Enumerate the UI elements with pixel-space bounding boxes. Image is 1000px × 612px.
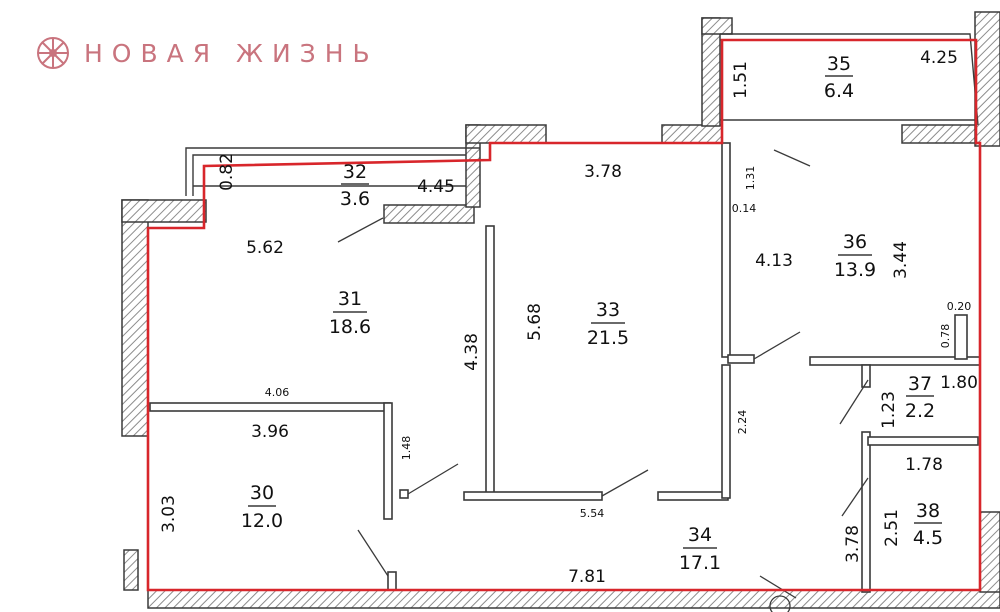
svg-text:32: 32 [343,161,367,183]
room-34: 34 17.1 [679,524,721,574]
dim-label: 0.82 [217,153,237,191]
dim-label: 0.20 [947,300,972,313]
brand-logo: НОВАЯ ЖИЗНЬ [36,36,379,70]
dim-label: 5.68 [525,303,545,341]
svg-text:36: 36 [843,231,867,253]
dim-label: 2.24 [736,410,749,435]
dim-label: 1.80 [940,373,978,393]
dim-label: 4.13 [755,251,793,271]
svg-text:4.5: 4.5 [913,527,943,549]
dimension-labels: 0.82 4.45 5.62 3.78 1.51 4.25 1.31 0.14 … [159,48,978,587]
dim-label: 3.78 [843,525,863,563]
dim-label: 1.23 [879,391,899,429]
exterior-walls [121,11,1000,609]
room-32: 32 3.6 [340,161,370,210]
svg-text:37: 37 [908,373,932,395]
dim-label: 4.45 [417,177,455,197]
room-labels: 30 12.0 31 18.6 32 3.6 33 21.5 34 17.1 3… [241,53,943,574]
svg-text:6.4: 6.4 [824,80,854,102]
door-swings [337,149,869,612]
svg-text:21.5: 21.5 [587,327,629,349]
dim-label: 1.48 [400,436,413,461]
dim-label: 4.06 [265,386,290,399]
svg-text:38: 38 [916,500,940,522]
brand-star-icon [37,37,69,69]
dim-label: 3.03 [159,495,179,533]
dim-label: 5.54 [580,507,605,520]
interior-walls [149,142,981,593]
svg-text:30: 30 [250,482,274,504]
svg-text:17.1: 17.1 [679,552,721,574]
svg-text:12.0: 12.0 [241,510,283,532]
dim-label: 0.14 [732,202,757,215]
dim-label: 0.78 [939,324,952,349]
svg-text:3.6: 3.6 [340,188,370,210]
dim-label: 7.81 [568,567,606,587]
room-31: 31 18.6 [329,288,371,338]
svg-text:35: 35 [827,53,851,75]
apartment-outline [146,38,982,592]
dim-label: 3.96 [251,422,289,442]
room-36: 36 13.9 [834,231,876,281]
svg-text:2.2: 2.2 [905,400,935,422]
svg-text:34: 34 [688,524,712,546]
room-30: 30 12.0 [241,482,283,532]
svg-text:33: 33 [596,299,620,321]
svg-text:13.9: 13.9 [834,259,876,281]
room-38: 38 4.5 [913,500,943,549]
dim-label: 2.51 [882,509,902,547]
dim-label: 3.78 [584,162,622,182]
dim-label: 3.44 [891,241,911,279]
dim-label: 1.51 [731,61,751,99]
brand-name: НОВАЯ ЖИЗНЬ [84,38,379,68]
dim-label: 1.78 [905,455,943,475]
room-35: 35 6.4 [824,53,854,102]
room-37: 37 2.2 [905,373,935,422]
dim-label: 4.25 [920,48,958,68]
room-33: 33 21.5 [587,299,629,349]
svg-text:18.6: 18.6 [329,316,371,338]
dim-label: 5.62 [246,238,284,258]
dim-label: 1.31 [744,166,757,191]
dim-label: 4.38 [462,333,482,371]
svg-text:31: 31 [338,288,362,310]
